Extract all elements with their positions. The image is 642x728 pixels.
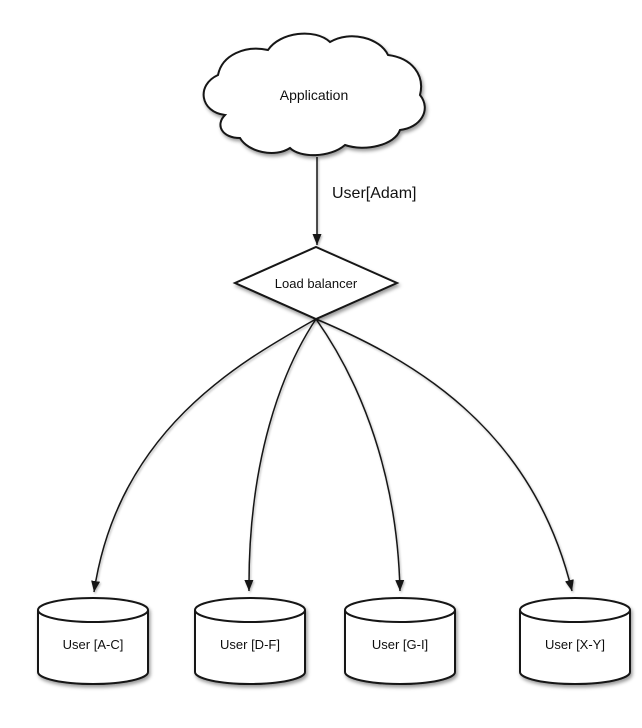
shard-label: User [A-C] [63, 637, 124, 652]
arrow-loadbalancer-to-shard-3 [315, 318, 405, 592]
application-label: Application [280, 87, 349, 103]
cylinder-top [344, 597, 456, 623]
cylinder-body [194, 610, 306, 685]
node-shard-x-y: User [X-Y] [519, 597, 631, 685]
node-shard-d-f: User [D-F] [194, 597, 306, 685]
arrow-loadbalancer-to-shard-1 [91, 318, 317, 593]
edge-label-user-adam: User[Adam] [332, 185, 416, 202]
diamond-shape [232, 245, 400, 321]
cylinder-top [519, 597, 631, 623]
cylinder-body [37, 610, 149, 685]
arrow-loadbalancer-to-shard-2 [244, 318, 317, 592]
shard-label: User [G-I] [372, 637, 428, 652]
cylinder-top [194, 597, 306, 623]
connectors [91, 157, 574, 593]
shard-label: User [X-Y] [545, 637, 605, 652]
shard-label: User [D-F] [220, 637, 280, 652]
cylinder-top [37, 597, 149, 623]
arrow-loadbalancer-to-shard-4 [315, 318, 574, 592]
node-application: Application [202, 32, 426, 157]
cylinder-body [519, 610, 631, 685]
cloud-shape [202, 32, 426, 157]
node-shard-g-i: User [G-I] [344, 597, 456, 685]
node-shard-a-c: User [A-C] [37, 597, 149, 685]
load-balancer-label: Load balancer [275, 276, 358, 291]
node-load-balancer: Load balancer [232, 245, 400, 321]
cylinder-body [344, 610, 456, 685]
